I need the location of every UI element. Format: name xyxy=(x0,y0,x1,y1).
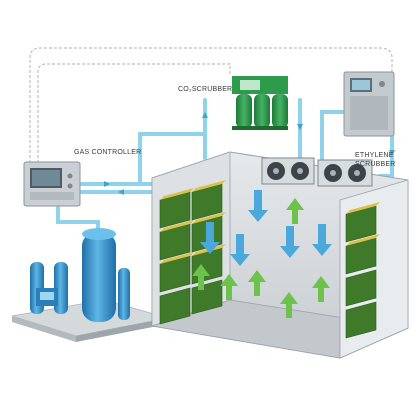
gas-controller-icon xyxy=(23,161,81,207)
ethylene-scrubber-label-line1: ETHYLENE xyxy=(355,152,394,159)
control-signal-lines xyxy=(29,47,393,168)
fruit-crates-right xyxy=(345,202,380,339)
ethylene-scrubber-icon xyxy=(343,71,395,137)
ethylene-scrubber-label-line2: SCRUBBER xyxy=(355,161,396,168)
airflow-arrow-icon xyxy=(192,190,332,318)
nitrogen-generator-icon xyxy=(11,228,169,342)
flow-arrow-marks xyxy=(104,112,395,195)
gas-controller-label: GAS CONTROLLER xyxy=(74,149,142,156)
evaporator-fan-icon xyxy=(261,157,373,187)
fruit-crates-left xyxy=(159,180,226,325)
co2-scrubber-label: CO₂SCRUBBER xyxy=(178,86,233,93)
co2-scrubber-icon xyxy=(232,76,288,130)
